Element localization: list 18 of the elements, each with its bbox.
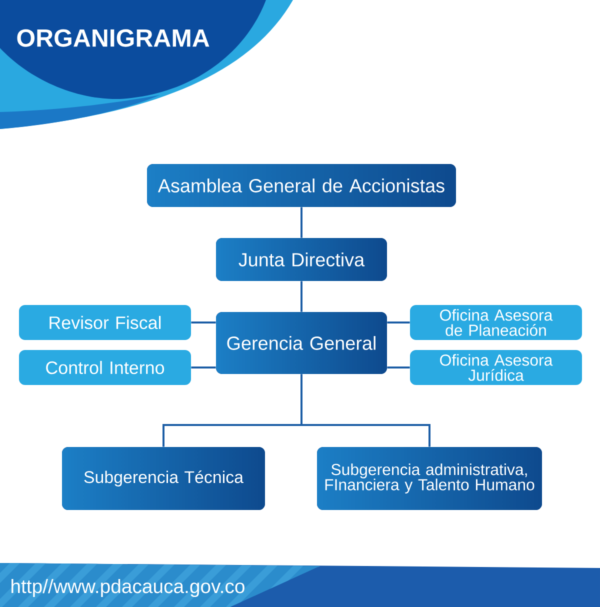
advisory-box: Revisor Fiscal [19,305,191,340]
position-box: Junta Directiva [216,238,387,281]
connector-line [387,366,410,368]
position-box: Gerencia General [216,312,387,374]
advisory-box: Control Interno [19,350,191,385]
connector-line [387,322,410,324]
position-box: Subgerencia administrativa, FInanciera y Talento Humano [317,447,542,510]
advisory-box: Oficina Asesora de Planeación [410,305,582,340]
connector-line [300,281,302,312]
connector-line [300,374,430,447]
connector-line [300,207,302,238]
connector-line [191,322,216,324]
connector-line [191,366,216,368]
advisory-box: Oficina Asesora Jurídica [410,350,582,385]
title: ORGANIGRAMA [17,29,210,47]
position-box: Asamblea General de Accionistas [147,164,456,207]
web-address: http//www.pdacauca.gov.co [12,578,244,598]
position-box: Subgerencia Técnica [62,447,265,510]
